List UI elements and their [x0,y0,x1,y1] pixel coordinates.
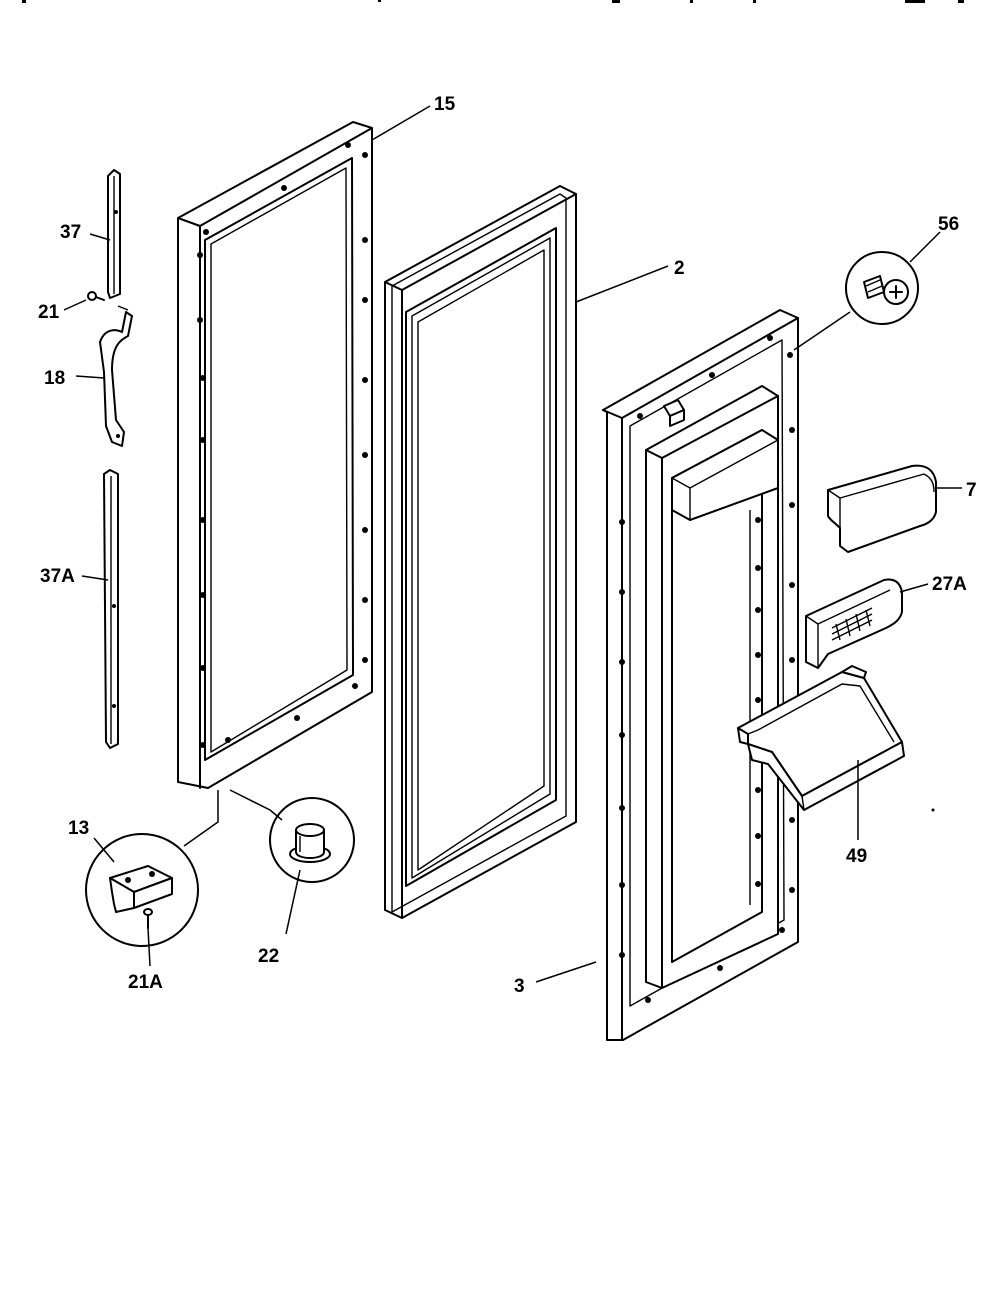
label-part-22: 22 [258,946,279,967]
label-part-2: 2 [674,258,685,279]
label-part-49: 49 [846,846,867,867]
leader-lines [63,105,962,983]
label-part-37: 37 [60,222,81,243]
hinge-bracket-part-18 [99,305,133,447]
part-number-labels: 15 2 56 37 21 18 7 27A 37A 49 13 22 21A … [38,94,977,997]
door-bin-part-49 [737,665,905,811]
screw-part-21 [87,291,105,301]
inner-door-liner-part-3 [602,309,799,1041]
door-gasket-part-2 [384,185,577,919]
upper-trim-strip-part-37 [107,169,121,299]
label-part-56: 56 [938,214,959,235]
detail-circle-bracket-13 [85,833,199,947]
detail-circle-screw-56 [845,251,919,325]
label-part-15: 15 [434,94,456,115]
handle-insert-part-27A [805,578,903,669]
handle-cap-part-7 [827,464,937,553]
lower-trim-strip-part-37A [103,469,119,749]
top-edge-marks [22,0,964,3]
label-part-21A: 21A [128,972,163,993]
door-frame-part-15 [177,121,373,789]
label-part-27A: 27A [932,574,967,595]
label-part-7: 7 [966,480,977,501]
label-part-3: 3 [514,976,525,997]
grip-texture [831,607,873,641]
label-part-13: 13 [68,818,89,839]
stray-mark [931,808,935,812]
detail-circle-bushing-22 [269,797,355,883]
label-part-18: 18 [44,368,65,389]
label-part-37A: 37A [40,566,75,587]
label-part-21: 21 [38,302,60,323]
